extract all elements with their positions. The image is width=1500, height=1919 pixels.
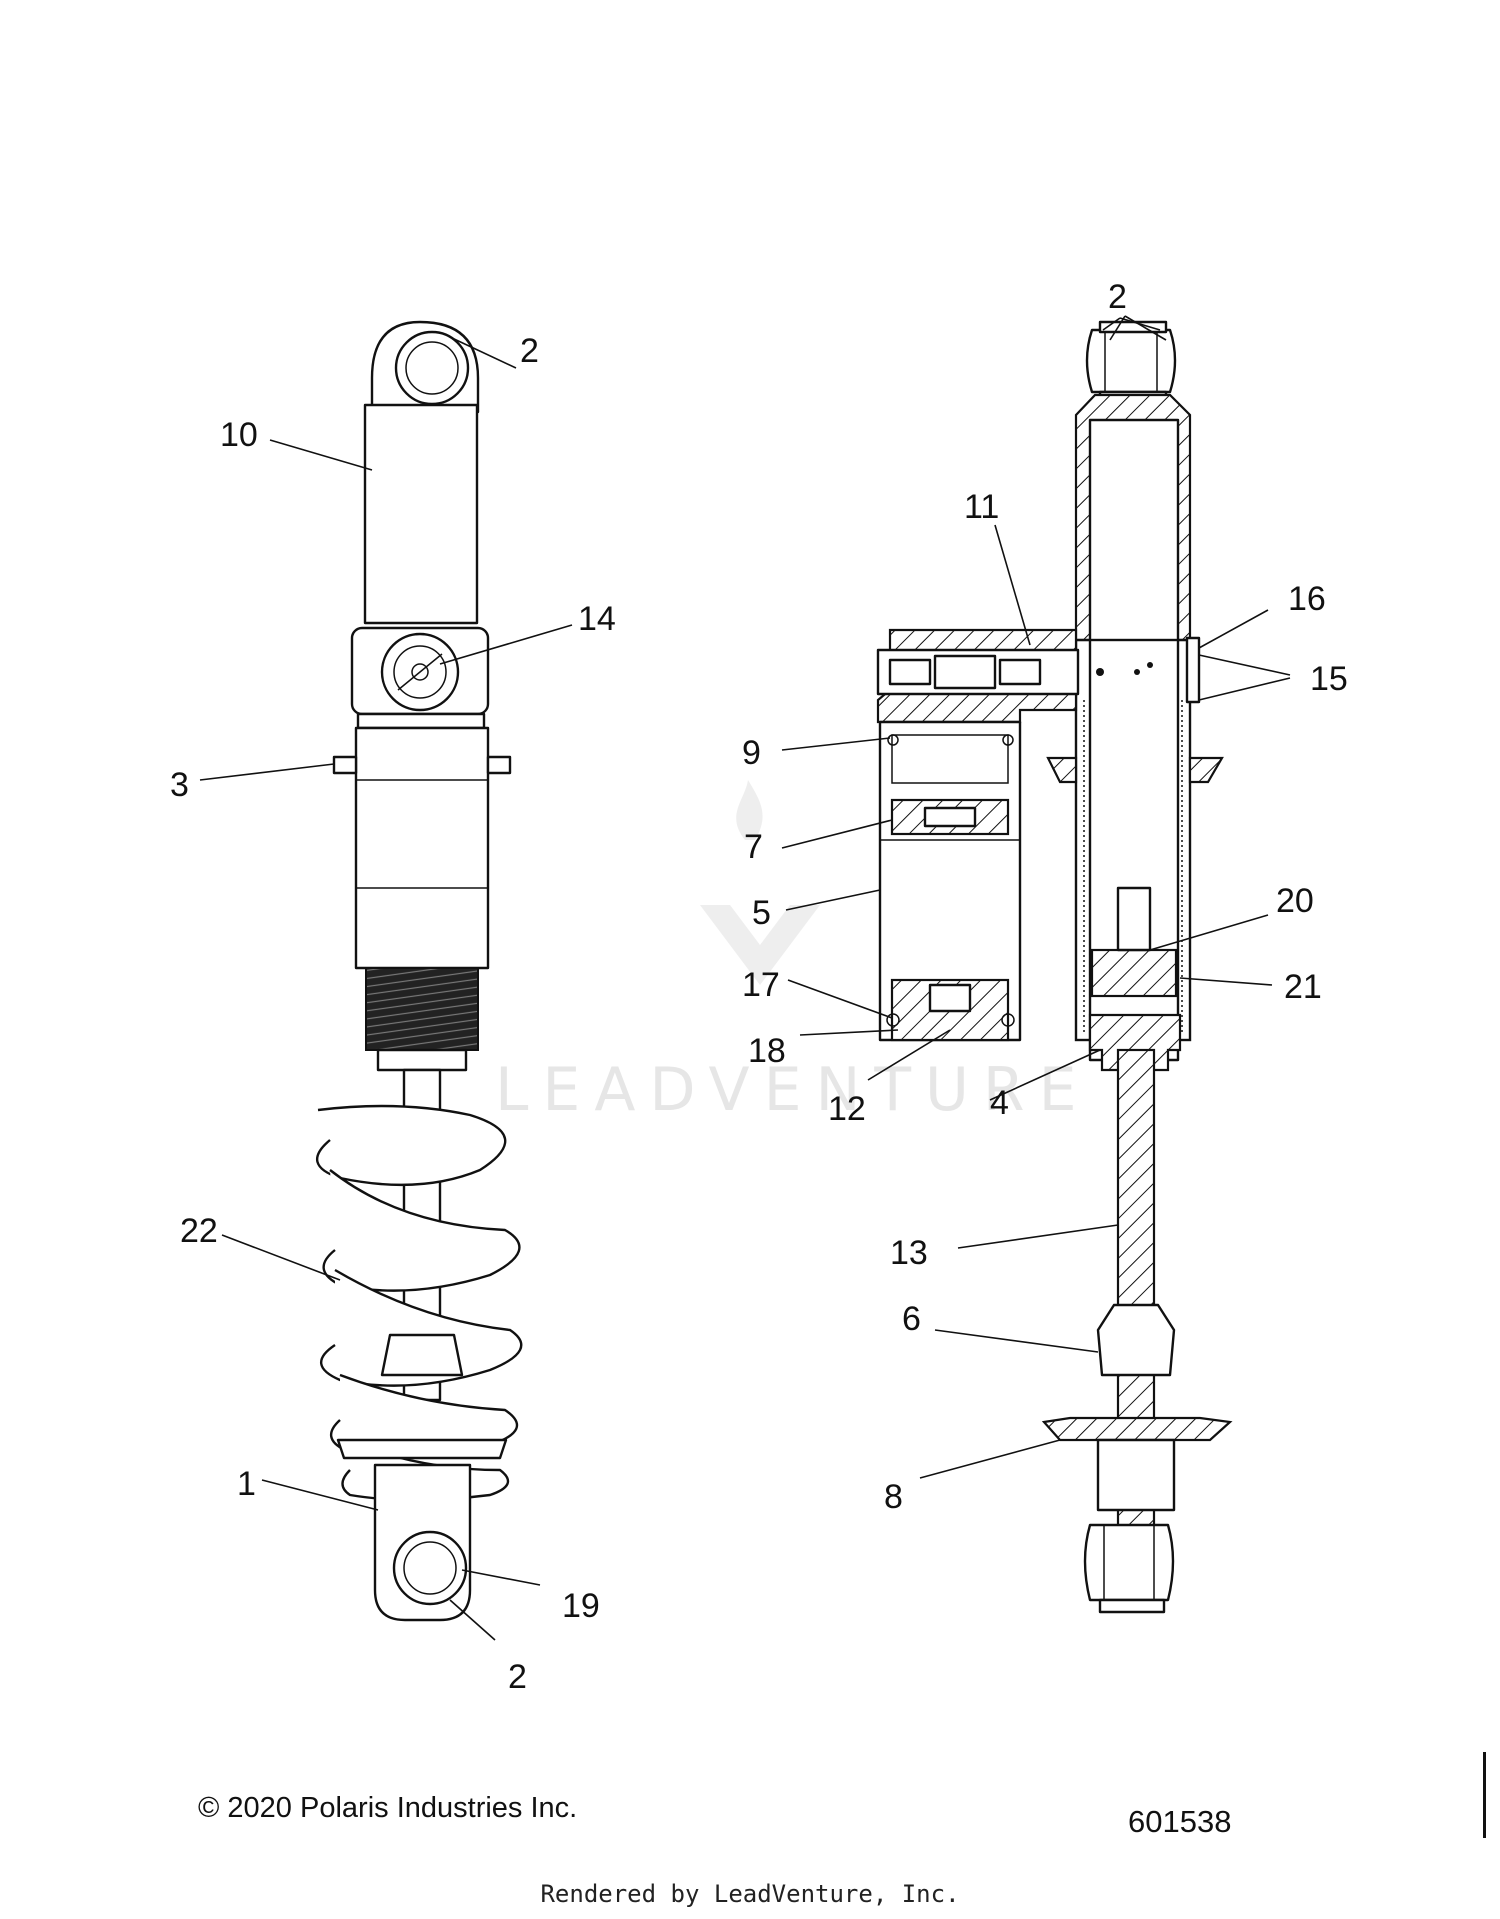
callout-1: 1 [237, 1465, 256, 1503]
side-cap [1185, 636, 1201, 704]
right-shock-cutaway [876, 320, 1233, 1614]
callout-9: 9 [742, 734, 761, 772]
right-bump-stop [1096, 1303, 1176, 1377]
callout-12: 12 [828, 1090, 866, 1128]
main-body [354, 726, 490, 970]
main-piston [1090, 948, 1178, 998]
coil-spring [315, 1104, 523, 1502]
callout-13: 13 [890, 1234, 928, 1272]
rendered-by-credit: Rendered by LeadVenture, Inc. [540, 1880, 960, 1908]
valve-cap [888, 658, 932, 686]
right-leaders [781, 315, 1291, 1479]
callout-6: 6 [902, 1300, 921, 1338]
valve-stem [933, 654, 997, 690]
pin-left [332, 755, 358, 775]
spring-seat [336, 1438, 508, 1460]
callout-18: 18 [748, 1032, 786, 1070]
pin-right [486, 755, 512, 775]
callout-2-right: 2 [1108, 278, 1127, 316]
top-bushing-pair [1085, 328, 1177, 394]
lock-ring [376, 1048, 468, 1072]
watermark-text: LEADVENTURE [495, 1055, 1091, 1125]
upper-body [363, 403, 479, 625]
bottom-bushing-cap [1098, 1598, 1166, 1614]
callout-19: 19 [562, 1587, 600, 1625]
callout-22: 22 [180, 1212, 218, 1250]
perch-left [1046, 756, 1078, 784]
callout-14: 14 [578, 600, 616, 638]
lower-spring-seat [1041, 1416, 1233, 1442]
callout-3: 3 [170, 766, 189, 804]
callout-8: 8 [884, 1478, 903, 1516]
callout-4: 4 [990, 1084, 1009, 1122]
drawing-number: 601538 [1128, 1804, 1232, 1839]
lower-clevis [1096, 1438, 1176, 1512]
top-bushing [394, 330, 470, 406]
seal-head [1088, 1013, 1182, 1072]
callout-20: 20 [1276, 882, 1314, 920]
reservoir-cap-inner [891, 734, 1009, 784]
lower-bushing [392, 1530, 468, 1606]
left-leaders [199, 337, 573, 1641]
bump-stop [380, 1333, 464, 1377]
callout-10: 10 [220, 416, 258, 454]
left-shock-assembly [315, 320, 523, 1622]
callout-16: 16 [1288, 580, 1326, 618]
leadventure-watermark: LEADVENTURE [495, 780, 1091, 1125]
callout-15: 15 [1310, 660, 1348, 698]
callout-2-bottom: 2 [508, 1658, 527, 1696]
edge-marker [1483, 1752, 1486, 1838]
top-bushing-cap [1098, 320, 1168, 334]
callout-21: 21 [1284, 968, 1322, 1006]
callout-17: 17 [742, 966, 780, 1004]
threaded-sleeve [365, 967, 479, 1051]
callout-2-top: 2 [520, 332, 539, 370]
valve-tip [998, 658, 1042, 686]
copyright-notice: © 2020 Polaris Industries Inc. [198, 1792, 578, 1824]
callout-11: 11 [964, 488, 999, 526]
collar-ring [356, 712, 486, 730]
callout-5: 5 [752, 894, 771, 932]
callout-7: 7 [744, 828, 763, 866]
piston-nut [1116, 886, 1152, 952]
bottom-bushing-pair [1083, 1523, 1175, 1602]
perch-right [1188, 756, 1224, 784]
